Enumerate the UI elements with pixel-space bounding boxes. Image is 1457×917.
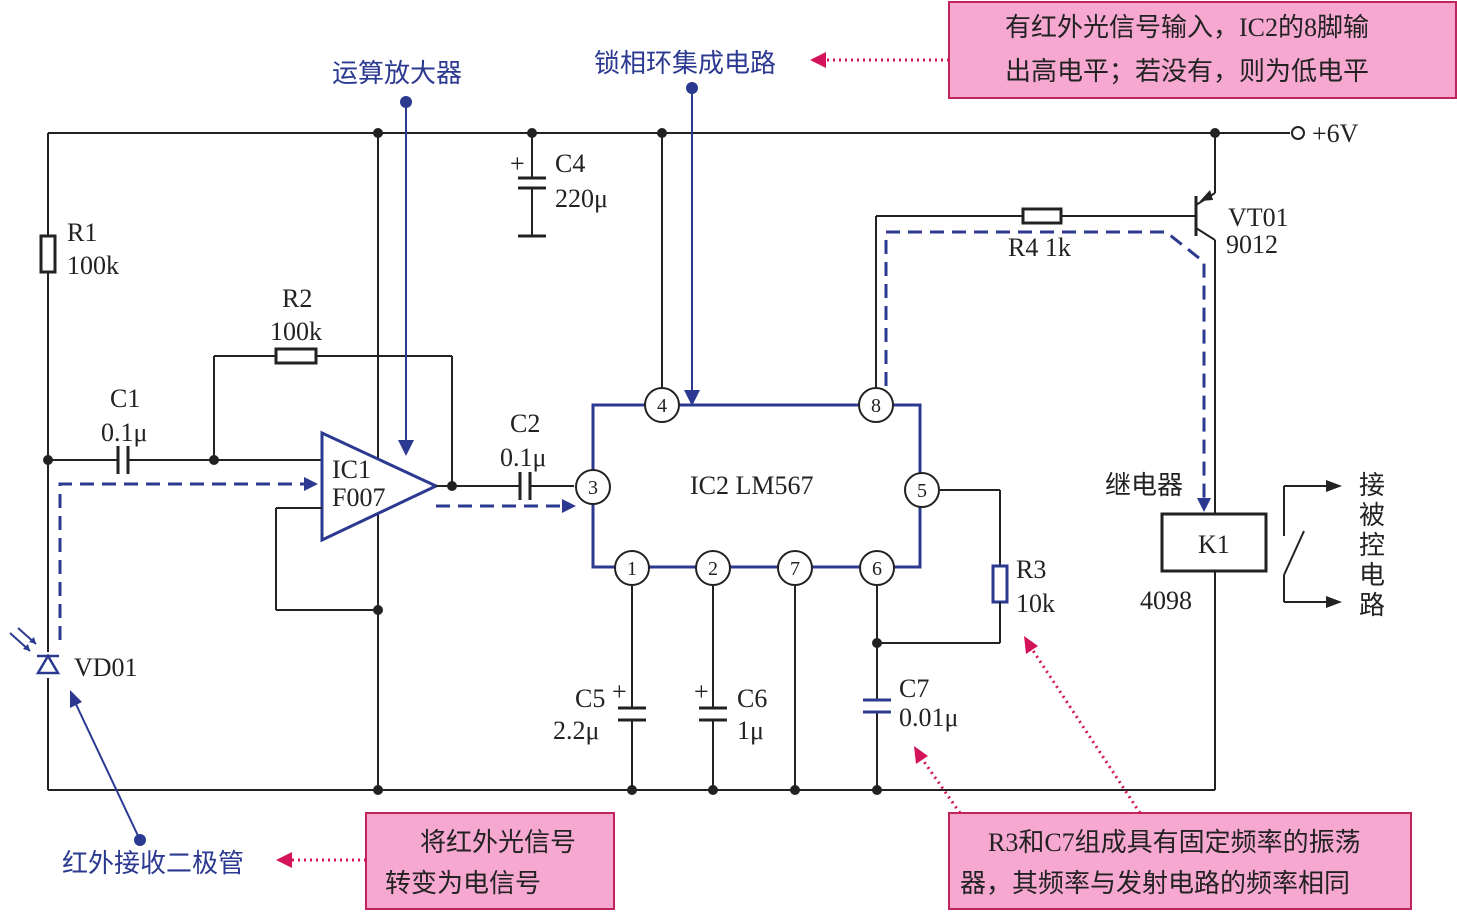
svg-text:1: 1 (627, 558, 637, 580)
c2-value: 0.1μ (500, 443, 546, 472)
pll-ic2: IC2 LM567 (591, 403, 922, 569)
transistor-vt01: VT01 9012 (1192, 133, 1289, 514)
vd01-name: VD01 (74, 653, 138, 682)
resistor-r2: R2 100k (213, 284, 453, 486)
svg-text:2: 2 (708, 558, 718, 580)
c1-name: C1 (110, 384, 140, 413)
r3-value: 10k (1016, 589, 1055, 618)
r3-name: R3 (1016, 555, 1046, 584)
supply-label: +6V (1312, 119, 1359, 148)
ir-diode-vd01: VD01 (9, 627, 138, 682)
r4-label: R4 1k (1008, 233, 1071, 262)
signal-flow-path (58, 230, 1211, 640)
ic1-part: F007 (332, 483, 385, 512)
ic2-label: IC2 LM567 (690, 471, 814, 500)
svg-text:4: 4 (657, 395, 667, 417)
c5-plus: + (612, 677, 627, 706)
c2-name: C2 (510, 409, 540, 438)
capacitor-c7: C7 0.01μ (863, 674, 958, 732)
c5-name: C5 (575, 684, 605, 713)
resistor-r1: R1 100k (39, 218, 119, 280)
ic2-connections: R4 1k R3 10k (631, 133, 1192, 790)
diode-pointer: 红外接收二极管 (62, 690, 244, 878)
capacitor-c1: C1 0.1μ (48, 384, 322, 474)
pin-1: 1 (614, 550, 650, 586)
svg-text:转变为电信号: 转变为电信号 (385, 869, 541, 898)
pin-5: 5 (904, 472, 940, 508)
pll-pointer: 锁相环集成电路 (594, 49, 776, 406)
c4-plus: + (510, 149, 525, 178)
svg-text:8: 8 (871, 395, 881, 417)
c6-name: C6 (737, 684, 767, 713)
c6-value: 1μ (737, 716, 764, 745)
vt01-name: VT01 (1228, 203, 1289, 232)
capacitor-c5: C5 + 2.2μ (553, 677, 646, 745)
note-bottom-left: 将红外光信号 转变为电信号 (276, 812, 615, 910)
opamp-annotation: 运算放大器 (332, 59, 462, 88)
diode-annotation: 红外接收二极管 (62, 849, 244, 878)
r1-name: R1 (67, 218, 97, 247)
ic1-name: IC1 (332, 455, 371, 484)
svg-text:7: 7 (790, 558, 800, 580)
opamp-pointer: 运算放大器 (332, 59, 462, 456)
resistor-r4 (1021, 207, 1063, 225)
supply-terminal (1291, 126, 1305, 140)
junctions (43, 128, 1220, 795)
capacitor-c2: C2 0.1μ (500, 409, 574, 500)
pin-2: 2 (695, 550, 731, 586)
pin-8: 8 (858, 387, 894, 423)
pin-4: 4 (644, 387, 680, 423)
svg-text:路: 路 (1359, 591, 1385, 620)
r2-value: 100k (270, 317, 322, 346)
svg-text:控: 控 (1359, 531, 1385, 560)
c7-value: 0.01μ (899, 703, 958, 732)
c1-value: 0.1μ (101, 418, 147, 447)
controlled-circuit-label: 接 被 控 电 路 (1359, 471, 1385, 620)
svg-text:3: 3 (588, 477, 598, 499)
svg-text:出高电平；若没有，则为低电平: 出高电平；若没有，则为低电平 (1005, 57, 1369, 86)
svg-text:6: 6 (872, 558, 882, 580)
r1-value: 100k (67, 251, 119, 280)
pin-6: 6 (859, 550, 895, 586)
c7-name: C7 (899, 674, 929, 703)
svg-text:将红外光信号: 将红外光信号 (420, 828, 576, 857)
c5-value: 2.2μ (553, 716, 599, 745)
note-bottom-right: R3和C7组成具有固定频率的振荡 器，其频率与发射电路的频率相同 (914, 636, 1412, 910)
capacitor-c4: + C4 220μ (510, 133, 608, 238)
svg-text:5: 5 (917, 480, 927, 502)
svg-text:接: 接 (1359, 471, 1385, 500)
svg-text:R3和C7组成具有固定频率的振荡: R3和C7组成具有固定频率的振荡 (988, 828, 1361, 857)
c4-name: C4 (555, 149, 585, 178)
c6-plus: + (694, 677, 709, 706)
svg-text:器，其频率与发射电路的频率相同: 器，其频率与发射电路的频率相同 (960, 869, 1350, 898)
vt01-part: 9012 (1226, 230, 1278, 259)
pin-7: 7 (777, 550, 813, 586)
k1-name: K1 (1198, 530, 1230, 559)
opamp-ic1: IC1 F007 (275, 430, 520, 611)
resistor-r3 (991, 564, 1009, 604)
r2-name: R2 (282, 284, 312, 313)
pll-annotation: 锁相环集成电路 (594, 49, 776, 78)
capacitor-c6: + C6 1μ (694, 677, 767, 745)
svg-text:电: 电 (1359, 561, 1385, 590)
k1-part: 4098 (1140, 586, 1192, 615)
relay-annotation: 继电器 (1105, 471, 1183, 500)
svg-text:被: 被 (1359, 501, 1385, 530)
note-top-right: 有红外光信号输入，IC2的8脚输 出高电平；若没有，则为低电平 (810, 1, 1457, 99)
c4-value: 220μ (555, 184, 608, 213)
relay-k1: K1 4098 (1140, 480, 1342, 790)
svg-text:有红外光信号输入，IC2的8脚输: 有红外光信号输入，IC2的8脚输 (1005, 13, 1369, 42)
pin-3: 3 (575, 469, 611, 505)
